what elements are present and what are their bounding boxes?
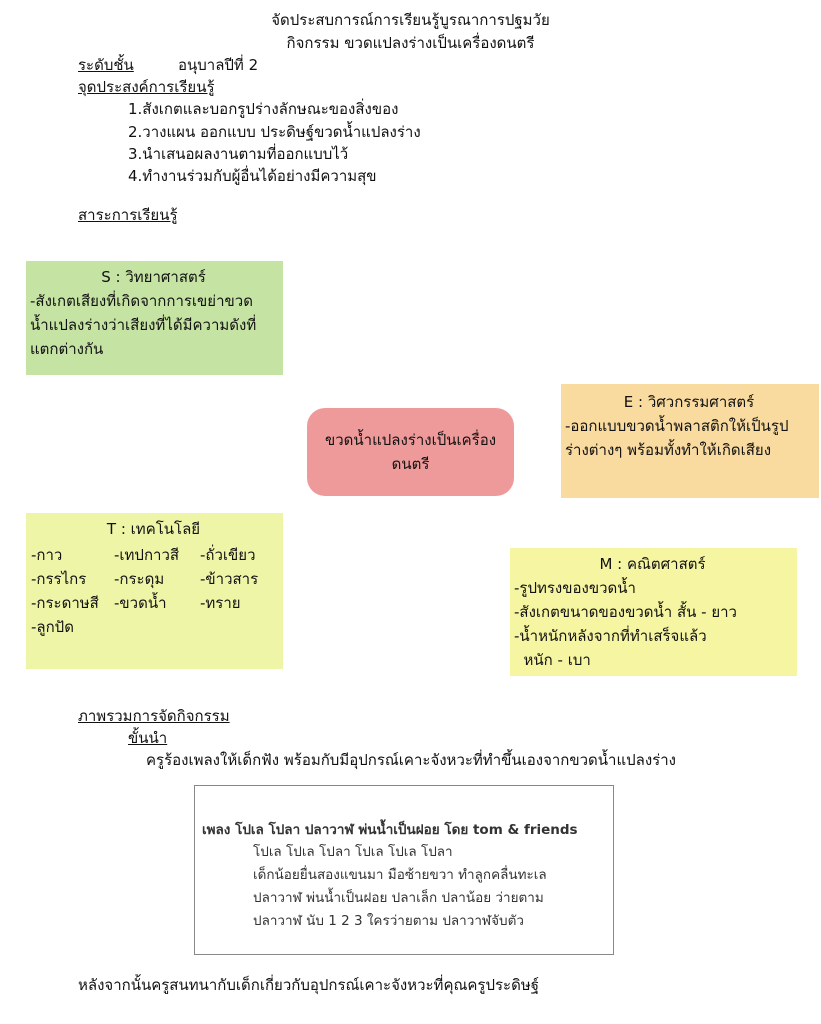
material-item: -ทราย [200,594,241,612]
overview-heading: ภาพรวมการจัดกิจกรรม [78,707,230,725]
engineering-line: -ออกแบบขวดน้ำพลาสติกให้เป็นรูป [565,417,789,435]
technology-materials-col2: -เทปกาวสี -กระดุม -ขวดน้ำ [114,543,179,615]
science-title: S : วิทยาศาสตร์ [101,268,206,286]
objective-item: 3.นำเสนอผลงานตามที่ออกแบบไว้ [128,145,349,163]
material-item: -เทปกาวสี [114,546,180,564]
song-title: เพลง โปเล โปลา ปลาวาฬ พ่นน้ำเป็นฝอย โดย … [202,822,578,838]
song-lyrics-box: เพลง โปเล โปลา ปลาวาฬ พ่นน้ำเป็นฝอย โดย … [194,785,614,955]
lyric-line: ปลาวาฬ พ่นน้ำเป็นฝอย ปลาเล็ก ปลาน้อย ว่า… [253,890,544,906]
learning-content-heading: สาระการเรียนรู้ [78,206,178,224]
math-box: M : คณิตศาสตร์ -รูปทรงของขวดน้ำ -สังเกตข… [510,548,797,676]
material-item: -ข้าวสาร [200,570,259,588]
document-title: จัดประสบการณ์การเรียนรู้บูรณาการปฐมวัย [271,11,550,29]
center-topic: ขวดน้ำแปลงร่างเป็นเครื่องดนตรี [307,408,514,496]
science-line: -สังเกตเสียงที่เกิดจากการเขย่าขวด [30,292,253,310]
lyric-line: เด็กน้อยยื่นสองแขนมา มือซ้ายขวา ทำลูกคลื… [253,867,547,883]
technology-materials-col1: -กาว -กรรไกร -กระดาษสี -ลูกปัด [31,543,99,639]
objectives-heading: จุดประสงค์การเรียนรู้ [78,78,215,96]
material-item: -กระดุม [114,570,165,588]
objective-item: 2.วางแผน ออกแบบ ประดิษฐ์ขวดน้ำแปลงร่าง [128,123,421,141]
intro-step-heading: ขั้นนำ [128,729,168,747]
lyric-line: โปเล โปเล โปลา โปเล โปเล โปลา [253,844,453,860]
lyric-line: ปลาวาฬ นับ 1 2 3 ใครว่ายตาม ปลาวาฬจับตัว [253,913,524,929]
math-title: M : คณิตศาสตร์ [599,555,706,573]
science-line: น้ำแปลงร่างว่าเสียงที่ได้มีความดังที่ [30,316,257,334]
level-value: อนุบาลปีที่ 2 [178,56,259,74]
material-item: -กรรไกร [31,570,87,588]
material-item: -ถั่วเขียว [200,546,256,564]
closing-text: หลังจากนั้นครูสนทนากับเด็กเกี่ยวกับอุปกร… [78,976,540,994]
material-item: -กาว [31,546,63,564]
material-item: -กระดาษสี [31,594,99,612]
objective-item: 4.ทำงานร่วมกับผู้อื่นได้อย่างมีความสุข [128,167,377,185]
engineering-title: E : วิศวกรรมศาสตร์ [623,393,755,411]
science-box: S : วิทยาศาสตร์ -สังเกตเสียงที่เกิดจากกา… [26,261,283,375]
technology-materials-col3: -ถั่วเขียว -ข้าวสาร -ทราย [200,543,258,615]
activity-title: กิจกรรม ขวดแปลงร่างเป็นเครื่องดนตรี [286,34,535,52]
material-item: -ลูกปัด [31,618,74,636]
intro-step-text: ครูร้องเพลงให้เด็กฟัง พร้อมกับมีอุปกรณ์เ… [146,751,676,769]
math-line: -สังเกตขนาดของขวดน้ำ สั้น - ยาว [514,603,737,621]
technology-title: T : เทคโนโลยี [106,520,201,538]
engineering-line: ร่างต่างๆ พร้อมทั้งทำให้เกิดเสียง [565,441,772,459]
engineering-box: E : วิศวกรรมศาสตร์ -ออกแบบขวดน้ำพลาสติกใ… [561,384,819,498]
material-item: -ขวดน้ำ [114,594,167,612]
math-line: -รูปทรงของขวดน้ำ [514,579,636,597]
math-line: หนัก - เบา [514,651,591,669]
math-line: -น้ำหนักหลังจากที่ทำเสร็จแล้ว [514,627,707,645]
level-label: ระดับชั้น [78,56,134,74]
objective-item: 1.สังเกตและบอกรูปร่างลักษณะของสิ่งของ [128,100,399,118]
science-line: แตกต่างกัน [30,340,104,358]
technology-box: T : เทคโนโลยี -กาว -กรรไกร -กระดาษสี -ลู… [26,513,283,669]
